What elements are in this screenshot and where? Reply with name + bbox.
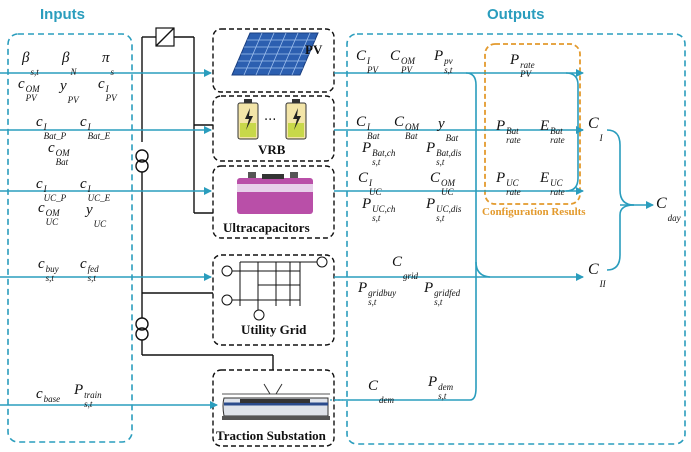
math-c-day: C day bbox=[656, 195, 681, 223]
outputs-title: Outputs bbox=[487, 6, 545, 23]
math-beta-st: β s,t bbox=[22, 50, 39, 77]
math-c-dem: C dem bbox=[368, 378, 395, 405]
train-icon bbox=[222, 383, 330, 420]
vrb-label: VRB bbox=[258, 142, 286, 157]
pv-label: PV bbox=[305, 42, 323, 57]
math-pi-s: π s bbox=[102, 50, 115, 77]
output-arrows bbox=[334, 69, 654, 401]
math-y-pv: y PV bbox=[60, 78, 79, 105]
math-beta-n: β N bbox=[62, 50, 77, 77]
math-y-uc: y UC bbox=[86, 202, 107, 229]
ultracapacitors-box bbox=[212, 165, 335, 239]
outputs-box bbox=[346, 33, 686, 445]
battery-icon: ··· bbox=[237, 99, 307, 140]
svg-text:···: ··· bbox=[264, 113, 276, 128]
utility-grid-box bbox=[212, 254, 335, 346]
inputs-box bbox=[7, 33, 133, 443]
math-y-bat-out: y Bat bbox=[438, 116, 459, 143]
math-c-grid: C grid bbox=[392, 254, 419, 281]
bus-wiring bbox=[135, 27, 274, 370]
math-c-ii: C II bbox=[588, 261, 606, 289]
inputs-title: Inputs bbox=[40, 6, 85, 23]
pv-panel-icon bbox=[231, 32, 319, 76]
pv-box bbox=[212, 28, 335, 93]
traction-substation-label: Traction Substation bbox=[216, 428, 326, 443]
configuration-results-label: Configuration Results bbox=[482, 206, 586, 218]
input-arrows bbox=[0, 69, 218, 409]
utility-grid-label: Utility Grid bbox=[241, 322, 307, 337]
vrb-box bbox=[212, 95, 335, 162]
math-c-i: C I bbox=[588, 115, 603, 143]
utility-grid-icon bbox=[221, 256, 328, 321]
ultracapacitors-label: Ultracapacitors bbox=[223, 220, 310, 235]
ultracapacitor-icon bbox=[237, 172, 313, 214]
configuration-results-box bbox=[484, 43, 581, 205]
